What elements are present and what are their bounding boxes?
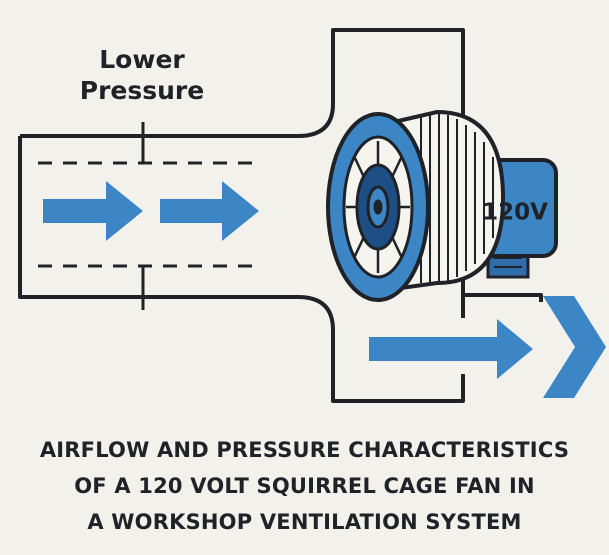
motor-voltage-label: 120V (482, 200, 548, 226)
fan-housing-outline (18, 28, 465, 403)
airflow-arrow-icon (43, 181, 143, 241)
airflow-arrow-icon (543, 296, 606, 398)
caption-line3: A WORKSHOP VENTILATION SYSTEM (87, 510, 522, 534)
caption-line1: AIRFLOW AND PRESSURE CHARACTERISTICS (39, 438, 570, 462)
airflow-arrow-icon (160, 181, 259, 241)
squirrel-cage-fan-icon (326, 109, 506, 302)
pressure-dashed-lines (38, 122, 262, 310)
pressure-label-line2: Pressure (79, 76, 205, 105)
caption-line2: OF A 120 VOLT SQUIRREL CAGE FAN IN (74, 474, 535, 498)
diagram-caption: AIRFLOW AND PRESSURE CHARACTERISTICS OF … (0, 432, 609, 540)
pressure-label: Lower Pressure (62, 44, 222, 106)
outlet-duct-lines (461, 293, 543, 318)
pressure-label-line1: Lower (99, 45, 185, 74)
airflow-arrow-icon (369, 319, 533, 379)
